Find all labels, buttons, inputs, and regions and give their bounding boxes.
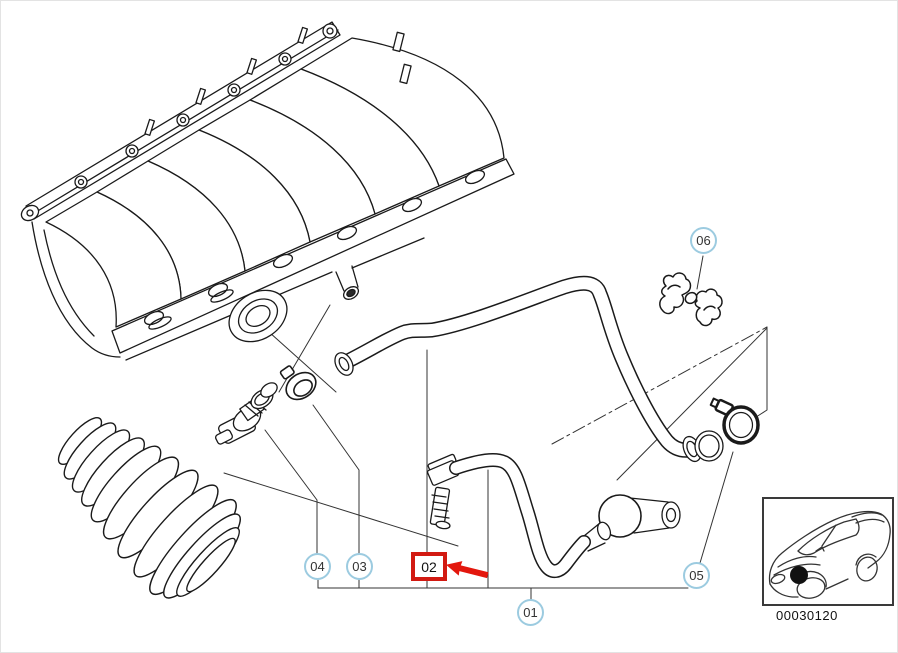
car-outline-icon	[768, 510, 891, 599]
callout-06[interactable]: 06	[690, 227, 717, 254]
hose-clamp-05-drawing	[709, 397, 760, 445]
intake-manifold-drawing	[20, 21, 515, 361]
vacuum-valve-drawing	[214, 382, 278, 445]
callout-03[interactable]: 03	[346, 553, 373, 580]
callout-04[interactable]: 04	[304, 553, 331, 580]
callout-01[interactable]: 01	[517, 599, 544, 626]
diagram-reference-code: 00030120	[776, 608, 838, 623]
manifold-vacuum-port	[335, 265, 360, 300]
vent-hose-lower-drawing	[426, 453, 681, 578]
check-valve-drawing	[583, 494, 681, 552]
callout-02-highlighted[interactable]: 02	[411, 552, 447, 581]
car-locator-thumbnail	[762, 497, 894, 606]
location-dot	[790, 566, 808, 584]
leader-lines	[223, 255, 768, 601]
vacuum-hose-upper-drawing	[334, 275, 724, 463]
air-intake-boot-drawing	[57, 417, 241, 599]
hose-clamp-03-drawing	[279, 365, 317, 401]
callout-05[interactable]: 05	[683, 562, 710, 589]
retaining-clip-drawing	[659, 272, 723, 327]
